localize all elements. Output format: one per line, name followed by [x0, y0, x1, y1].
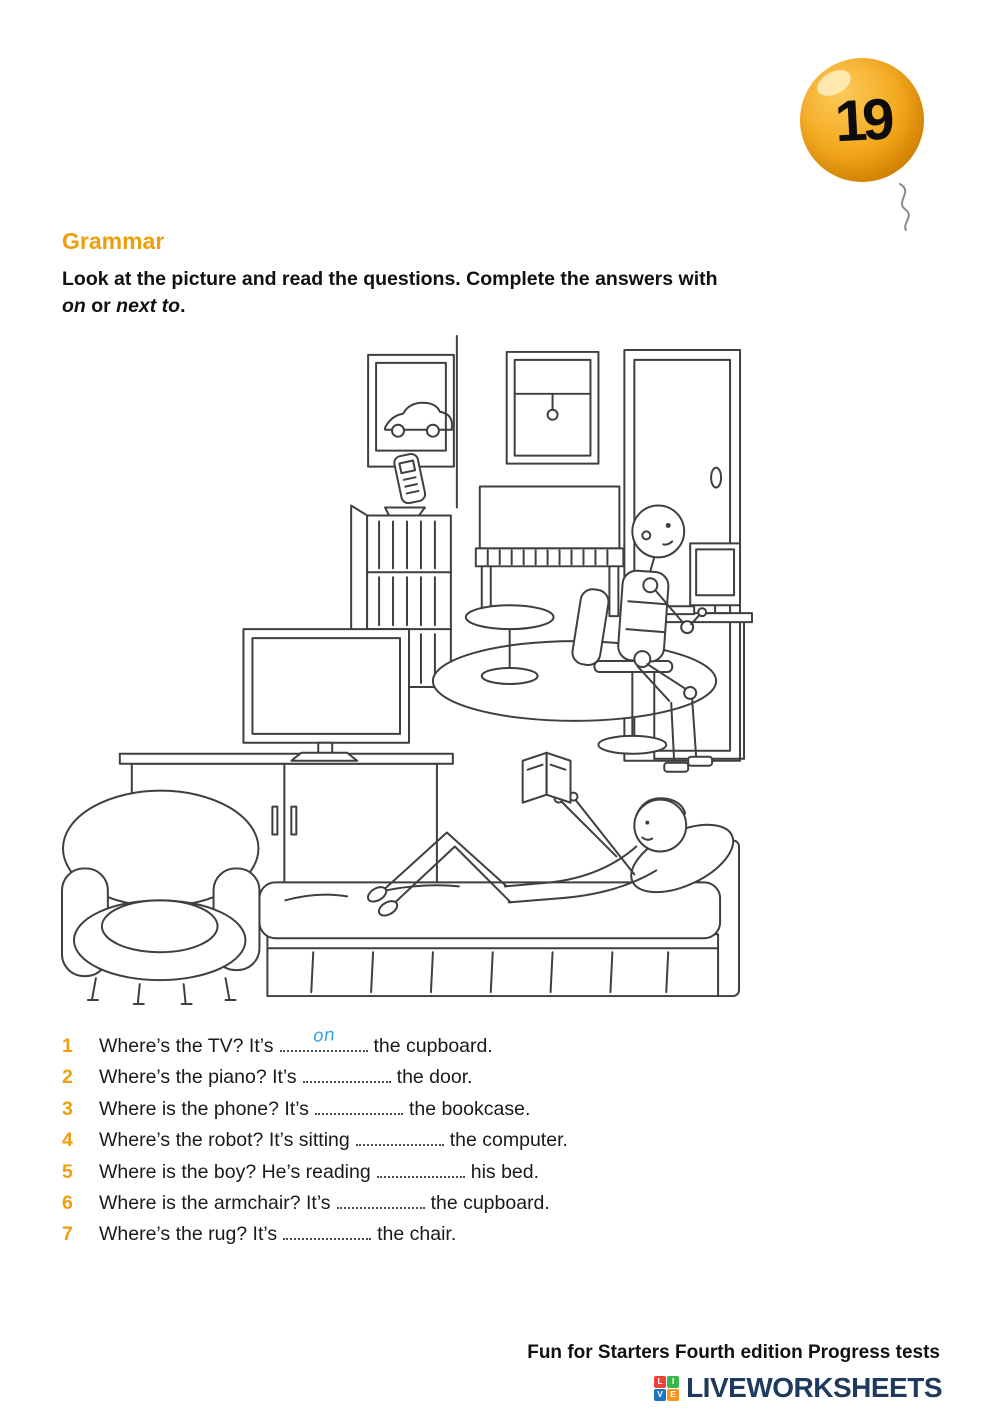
computer-monitor: [689, 542, 742, 615]
question-text-after: his bed.: [470, 1160, 540, 1183]
question-number: 7: [62, 1223, 73, 1246]
car-picture: [367, 353, 455, 468]
question-number: 4: [62, 1129, 73, 1152]
bed: [258, 823, 741, 998]
question-number: 1: [62, 1035, 73, 1057]
answer-blank-1[interactable]: on: [279, 1025, 368, 1052]
question-number: 2: [62, 1066, 73, 1089]
question-row-4: 4 Where’s the robot? It’s sitting the comp…: [62, 1125, 972, 1156]
answer-blank-6[interactable]: [336, 1193, 425, 1210]
logo-square-i: I: [667, 1375, 680, 1388]
instructions-or: or: [85, 295, 117, 317]
question-text-before: Where’s the piano? It’s: [99, 1066, 297, 1089]
instructions-text: Look at the picture and read the questio…: [62, 266, 822, 320]
instructions-word-next-to: next to: [116, 295, 181, 317]
robot: [617, 504, 714, 773]
question-row-5: 5 Where is the boy? He’s reading his bed.: [62, 1157, 972, 1188]
question-text-before: Where is the phone? It’s: [99, 1097, 309, 1120]
question-text-after: the bookcase.: [408, 1097, 531, 1120]
instructions-period: .: [180, 295, 186, 317]
question-row-7: 7 Where’s the rug? It’s the chair.: [62, 1219, 972, 1250]
question-number: 3: [62, 1097, 73, 1120]
question-text-before: Where is the armchair? It’s: [99, 1192, 331, 1215]
instructions-line1: Look at the picture and read the questio…: [62, 268, 718, 290]
question-text-after: the cupboard.: [373, 1035, 493, 1057]
window: [505, 350, 600, 465]
answer-blank-7[interactable]: [283, 1224, 372, 1241]
page-number-balloon: 19: [800, 58, 924, 231]
office-chair: [571, 588, 674, 755]
logo-square-e: E: [667, 1388, 680, 1401]
question-row-3: 3 Where is the phone? It’s the bookcase.: [62, 1094, 972, 1125]
footer-credit: Fun for Starters Fourth edition Progress…: [527, 1342, 940, 1363]
answer-blank-4[interactable]: [355, 1130, 444, 1147]
question-text-after: the computer.: [449, 1129, 568, 1152]
question-number: 5: [62, 1160, 73, 1183]
logo-grid-icon: L I V E: [654, 1375, 680, 1401]
book: [521, 751, 572, 804]
question-text-before: Where is the boy? He’s reading: [99, 1160, 371, 1183]
answer-blank-2[interactable]: [302, 1067, 391, 1084]
armchair: [61, 789, 261, 1006]
question-text-before: Where’s the TV? It’s: [99, 1035, 274, 1057]
question-text-after: the door.: [396, 1066, 473, 1089]
phone: [384, 452, 427, 517]
logo-square-v: V: [654, 1388, 667, 1401]
logo-text: LIVEWORKSHEETS: [686, 1372, 942, 1403]
question-row-1: 1 Where’s the TV? It’s on the cupboard.: [62, 1025, 972, 1062]
balloon-string-icon: [899, 183, 910, 231]
section-title: Grammar: [62, 228, 165, 254]
page-number: 19: [833, 86, 891, 154]
question-number: 6: [62, 1192, 73, 1215]
piano-stool: [464, 604, 555, 685]
question-text-after: the chair.: [377, 1223, 457, 1246]
liveworksheets-logo: L I V E LIVEWORKSHEETS: [654, 1372, 942, 1404]
piano: [474, 485, 625, 618]
question-row-6: 6 Where is the armchair? It’s the cupboard…: [62, 1188, 972, 1219]
answer-blank-3[interactable]: [314, 1099, 403, 1115]
boy: [366, 791, 688, 917]
answer-text: on: [311, 1024, 336, 1047]
logo-square-l: L: [654, 1375, 667, 1388]
question-text-before: Where’s the robot? It’s sitting: [99, 1129, 350, 1152]
answer-blank-5[interactable]: [376, 1162, 465, 1178]
question-text-after: the cupboard.: [430, 1192, 550, 1215]
instructions-word-on: on: [62, 295, 86, 317]
room-illustration: [61, 334, 753, 1006]
question-text-before: Where’s the rug? It’s: [99, 1223, 278, 1246]
question-row-2: 2 Where’s the piano? It’s the door.: [62, 1062, 972, 1093]
tv: [242, 628, 410, 762]
